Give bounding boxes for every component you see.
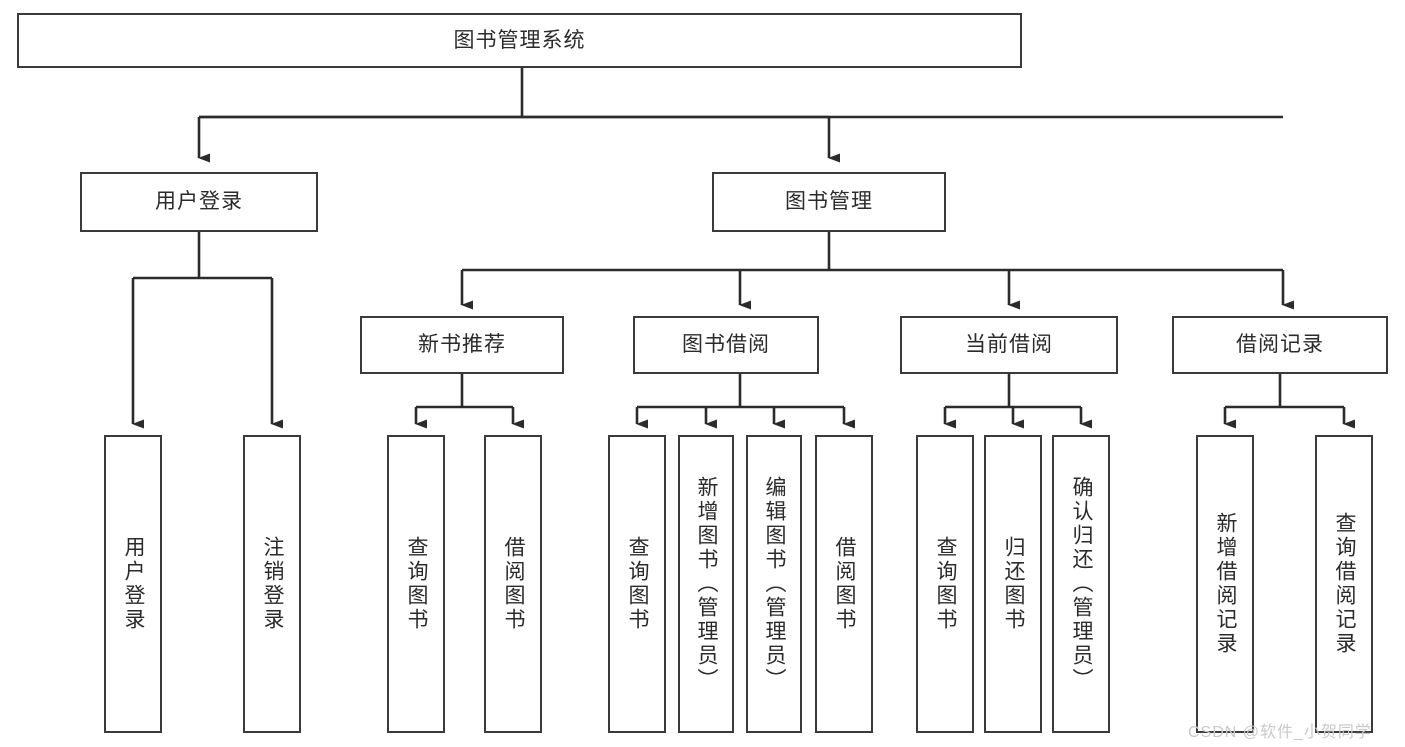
node-label: 用户登录 — [155, 190, 243, 214]
leaf-query-book-current[interactable]: 查询图书 — [916, 435, 974, 733]
node-root-system[interactable]: 图书管理系统 — [17, 13, 1022, 68]
leaf-add-borrow-record[interactable]: 新增借阅记录 — [1196, 435, 1254, 733]
node-label: 借阅记录 — [1236, 333, 1324, 357]
leaf-borrow-book-new[interactable]: 借阅图书 — [484, 435, 542, 733]
node-new-book-recommend[interactable]: 新书推荐 — [360, 316, 564, 374]
leaf-return-book[interactable]: 归还图书 — [984, 435, 1042, 733]
node-label: 新增图书（管理员） — [695, 476, 719, 692]
node-label: 图书借阅 — [682, 333, 770, 357]
leaf-confirm-return-admin[interactable]: 确认归还（管理员） — [1052, 435, 1110, 733]
node-label: 查询借阅记录 — [1333, 512, 1357, 656]
node-label: 归还图书 — [1002, 536, 1026, 632]
node-label: 新书推荐 — [418, 333, 506, 357]
leaf-user-login[interactable]: 用户登录 — [104, 435, 162, 733]
node-label: 用户登录 — [122, 536, 146, 632]
node-borrow-record[interactable]: 借阅记录 — [1172, 316, 1388, 374]
node-label: 注销登录 — [261, 536, 285, 632]
node-label: 编辑图书（管理员） — [763, 476, 787, 692]
node-label: 当前借阅 — [965, 333, 1053, 357]
leaf-query-borrow-record[interactable]: 查询借阅记录 — [1315, 435, 1373, 733]
leaf-add-book-admin[interactable]: 新增图书（管理员） — [678, 435, 734, 733]
node-label: 查询图书 — [405, 536, 429, 632]
node-current-borrow[interactable]: 当前借阅 — [900, 316, 1118, 374]
node-label: 查询图书 — [934, 536, 958, 632]
node-label: 查询图书 — [626, 536, 650, 632]
leaf-edit-book-admin[interactable]: 编辑图书（管理员） — [746, 435, 802, 733]
node-label: 借阅图书 — [502, 536, 526, 632]
node-user-login[interactable]: 用户登录 — [80, 172, 318, 232]
csdn-watermark: CSDN @软件_小贺同学 — [1188, 724, 1372, 741]
node-label: 确认归还（管理员） — [1070, 476, 1094, 692]
leaf-query-book[interactable]: 查询图书 — [608, 435, 666, 733]
node-label: 图书管理系统 — [453, 28, 586, 52]
node-label: 图书管理 — [785, 190, 873, 214]
node-label: 借阅图书 — [833, 536, 857, 632]
node-label: 新增借阅记录 — [1214, 512, 1238, 656]
leaf-borrow-book[interactable]: 借阅图书 — [815, 435, 873, 733]
leaf-logout[interactable]: 注销登录 — [243, 435, 301, 733]
leaf-query-book-new[interactable]: 查询图书 — [387, 435, 445, 733]
node-book-management[interactable]: 图书管理 — [712, 172, 946, 232]
node-book-borrow[interactable]: 图书借阅 — [633, 316, 819, 374]
